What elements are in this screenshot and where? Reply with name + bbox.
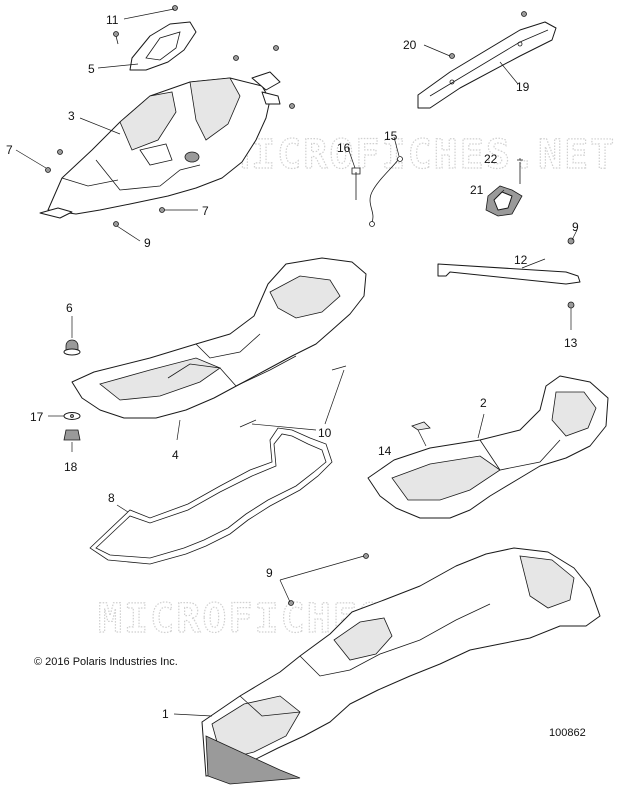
watermark-upper: MICROFICHES.NET [225,132,616,178]
callout-15: 15 [384,129,398,143]
mount-bracket-bar [417,21,557,109]
callout-20: 20 [403,38,417,52]
support-strap [437,263,581,285]
callout-18: 18 [64,460,78,474]
callout-9-bottom: 9 [266,566,273,580]
callout-21: 21 [470,183,484,197]
callout-1: 1 [162,707,169,721]
front-hood-panel [39,71,281,219]
floor-skid-panel [71,257,367,419]
callout-14: 14 [378,444,392,458]
callout-12: 12 [514,253,528,267]
callout-6: 6 [66,301,73,315]
callout-9-top: 9 [144,236,151,250]
leader-lines [15,8,578,717]
callout-10: 10 [318,426,332,440]
callout-5: 5 [88,62,95,76]
callout-13: 13 [564,336,578,350]
tether-cable [351,156,403,227]
callout-labels: 11 5 3 7 7 9 20 19 15 16 22 21 9 12 13 6… [6,13,579,721]
diagram-number: 100862 [549,727,586,739]
callout-11: 11 [106,13,119,27]
callout-2: 2 [480,396,487,410]
callout-16: 16 [337,141,351,155]
grommet-seal [485,159,523,217]
storage-tub [367,375,609,519]
callout-22: 22 [484,152,498,166]
callout-17: 17 [30,410,44,424]
callout-19: 19 [516,80,530,94]
callout-3: 3 [68,109,75,123]
copyright-notice: © 2016 Polaris Industries Inc. [34,656,178,668]
callout-7-right: 7 [202,204,209,218]
callout-8: 8 [108,491,115,505]
rear-body-panel [201,547,601,785]
dash-pod-panel [129,21,197,71]
callout-9-right: 9 [572,220,579,234]
perimeter-seal [89,427,333,565]
fastener-hardware [45,5,575,606]
callout-4: 4 [172,448,179,462]
callout-7-left: 7 [6,143,13,157]
